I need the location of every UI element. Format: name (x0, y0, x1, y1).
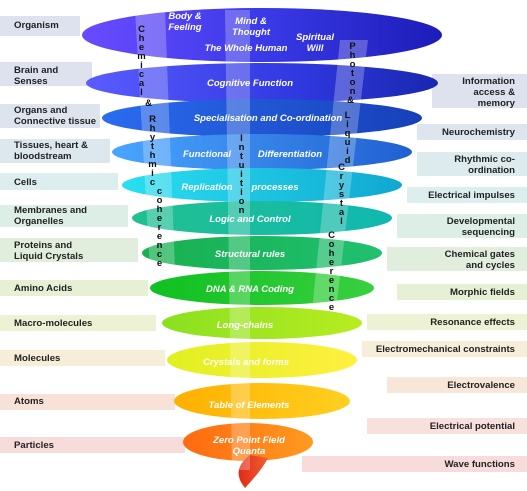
top-label-spirit-2: Will (307, 43, 324, 54)
pill-label: Functional (183, 149, 231, 160)
pill (86, 63, 438, 103)
left-label: Membranes and Organelles (14, 205, 88, 227)
band-left (0, 16, 80, 36)
right-label: Electrical potential (429, 421, 515, 432)
vertical-label-left: coherence (154, 186, 165, 267)
band-left (0, 173, 118, 190)
band-left (0, 350, 165, 366)
left-label: Molecules (14, 353, 61, 364)
band-right (417, 152, 527, 176)
left-label: Brain and Senses (14, 65, 59, 87)
band-left (0, 394, 175, 410)
band-left (0, 280, 148, 296)
left-label: Organs and Connective tissue (14, 105, 97, 127)
vertical-label-left: Rhythmic (147, 114, 158, 186)
pill-label: DNA & RNA Coding (206, 284, 294, 295)
left-label: Proteins and Liquid Crystals (14, 240, 84, 262)
band-right (432, 74, 527, 108)
pill-label: Specialisation and Co-ordination (194, 113, 343, 124)
right-label: Morphic fields (449, 287, 515, 298)
right-label: Wave functions (444, 459, 515, 470)
pill-label: Zero Point Field (212, 435, 285, 446)
left-label: Tissues, heart & bloodstream (14, 140, 88, 162)
pill (150, 271, 374, 305)
vertical-label-right: Coherence (326, 230, 337, 311)
band-right (397, 214, 527, 238)
spiral-tail (238, 455, 268, 488)
right-label: Information access & memory (462, 76, 515, 109)
band-left (0, 104, 100, 128)
pill (82, 8, 442, 62)
left-label: Atoms (14, 396, 44, 407)
left-label: Cells (14, 177, 37, 188)
pill-label: Table of Elements (209, 400, 290, 411)
vertical-label-left: & (143, 98, 154, 107)
pill (174, 383, 350, 419)
pill-label: Logic and Control (209, 214, 291, 225)
pill (122, 168, 402, 202)
band-left (0, 437, 185, 453)
vertical-label-middle: Intuition (236, 133, 247, 214)
band-right (302, 456, 527, 472)
pill-label: processes (250, 182, 298, 193)
pill (102, 99, 422, 137)
vertical-label-left: Chemical (136, 24, 147, 96)
top-label-whole: The Whole Human (205, 43, 288, 54)
pill-label: Long-chains (217, 320, 273, 331)
left-label: Organism (14, 20, 59, 31)
top-label-body-2: Feeling (168, 22, 201, 33)
pill-label: Differentiation (258, 149, 322, 160)
top-label-mind-1: Mind & (235, 16, 267, 27)
pill-label: Structural rules (215, 249, 285, 260)
band-right (387, 247, 527, 271)
pill (162, 307, 362, 339)
right-label: Chemical gates and cycles (444, 249, 515, 271)
top-label-mind-2: Thought (232, 27, 271, 38)
vertical-label-right: Crystal (336, 162, 347, 225)
column-right (312, 40, 368, 310)
band-left (0, 205, 128, 227)
top-label-spirit-1: Spiritual (296, 32, 334, 43)
pill-label: Cognitive Function (207, 78, 293, 89)
left-label: Particles (14, 440, 55, 451)
right-label: Neurochemistry (441, 127, 515, 138)
right-label: Electrovalence (447, 380, 515, 391)
band-right (417, 124, 527, 140)
column-left (135, 10, 175, 270)
pill (132, 201, 392, 235)
band-right (387, 377, 527, 393)
pill-label: Replication (181, 182, 232, 193)
band-right (367, 418, 527, 434)
left-label: Macro-molecules (14, 318, 93, 329)
band-right (397, 284, 527, 300)
right-label: Electrical impulses (428, 190, 515, 201)
pill (167, 342, 357, 378)
left-label: Amino Acids (14, 283, 73, 294)
pill-label: Crystals and forms (203, 357, 289, 368)
pill (112, 134, 412, 170)
vertical-label-right: Photon (347, 41, 358, 95)
right-label: Developmental sequencing (446, 216, 515, 238)
right-label: Rhythmic co-ordination (454, 154, 515, 176)
band-right (362, 341, 527, 357)
top-label-body-1: Body & (168, 11, 201, 22)
band-right (407, 187, 527, 203)
pill (183, 423, 313, 461)
band-left (0, 139, 110, 163)
column-middle (225, 10, 250, 470)
right-label: Resonance effects (430, 317, 515, 328)
band-left (0, 62, 92, 86)
vertical-label-right: Liquid (342, 110, 353, 164)
right-label: Electromechanical constraints (375, 344, 515, 355)
vertical-label-right: & (345, 95, 356, 104)
band-left (0, 238, 138, 262)
pill (142, 236, 382, 270)
band-left (0, 315, 156, 331)
pill-label: Quanta (233, 446, 266, 457)
band-right (367, 314, 527, 330)
